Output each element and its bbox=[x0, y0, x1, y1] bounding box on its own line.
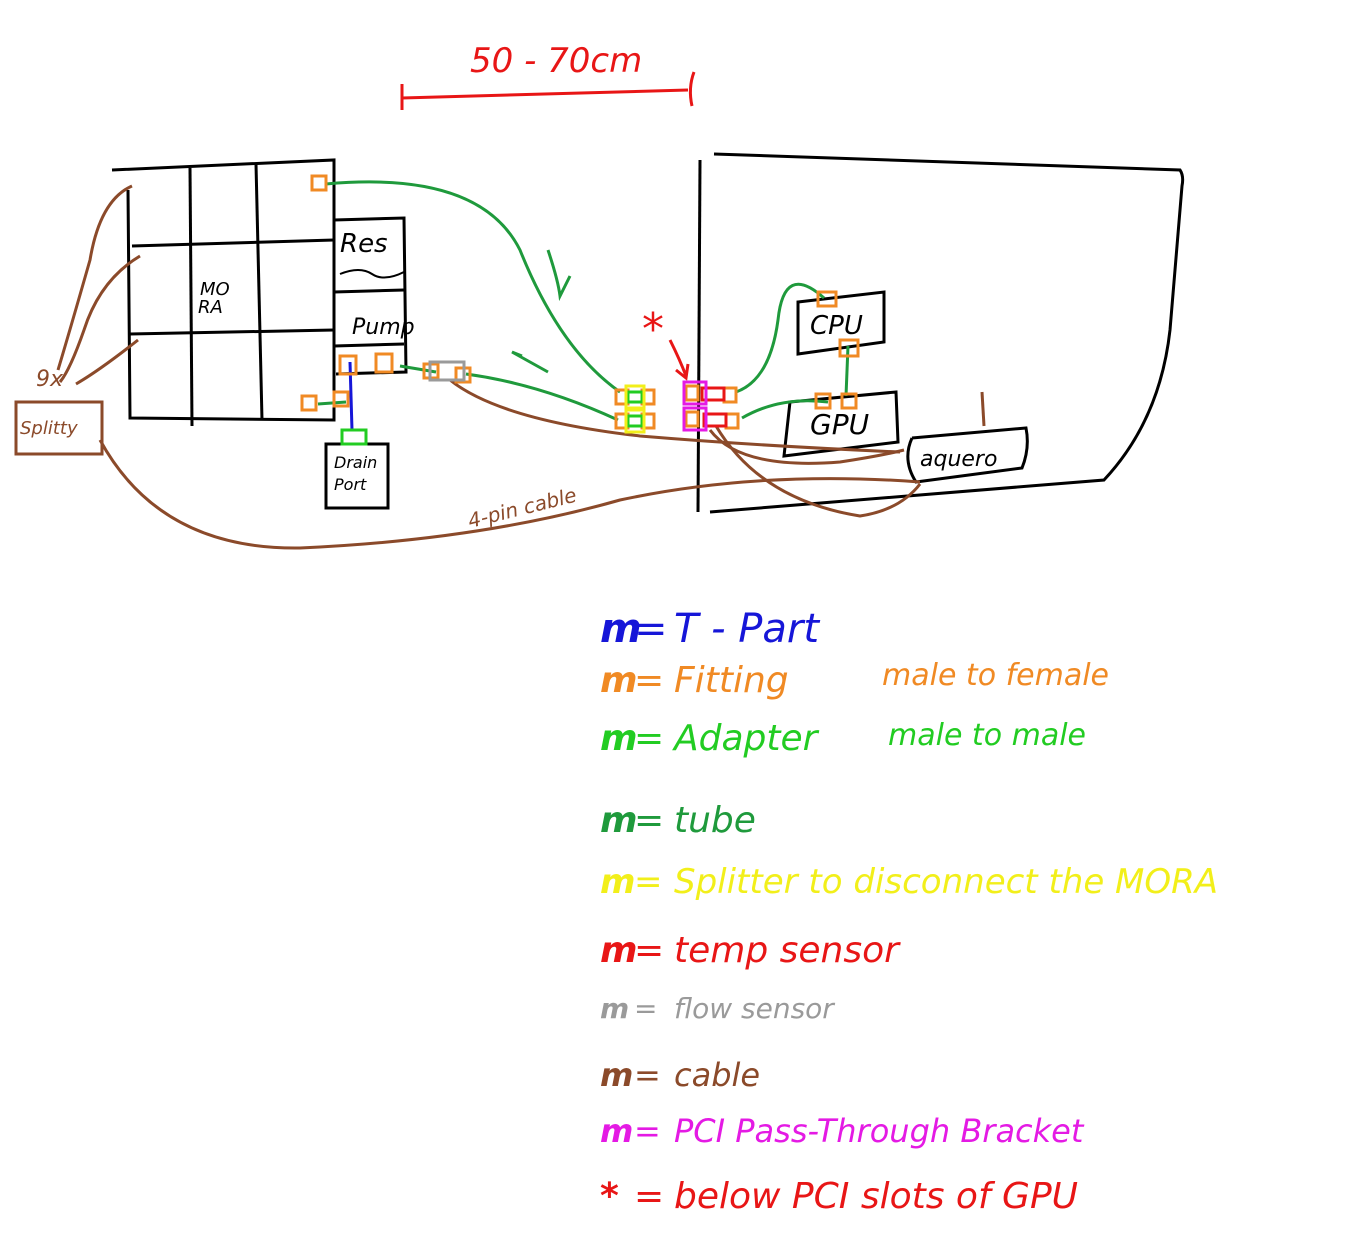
pc-case bbox=[696, 152, 1185, 514]
t-part-line bbox=[348, 361, 354, 431]
legend-eq: = bbox=[634, 992, 658, 1025]
fittings bbox=[300, 174, 860, 430]
cpu-label: CPU bbox=[810, 311, 863, 341]
dimension-marker bbox=[400, 71, 696, 110]
legend-text: temp sensor bbox=[674, 930, 899, 971]
reservoir-pump bbox=[333, 216, 408, 376]
legend-text: below PCI slots of GPU bbox=[674, 1176, 1079, 1217]
legend-eq: = bbox=[634, 862, 663, 902]
legend-text: cable bbox=[674, 1056, 761, 1094]
cable-lines bbox=[56, 184, 922, 550]
legend-text: Adapter bbox=[674, 718, 818, 759]
pci-bracket bbox=[682, 380, 708, 432]
legend-mark: * bbox=[600, 1176, 619, 1217]
adapters bbox=[340, 390, 644, 446]
splitty-count-label: 9x bbox=[36, 367, 64, 392]
gpu-label: GPU bbox=[810, 408, 869, 441]
asterisk-marker: * bbox=[642, 304, 664, 355]
aquero-label: aquero bbox=[920, 447, 997, 472]
legend-text: T - Part bbox=[674, 606, 820, 652]
temp-sensors bbox=[700, 386, 728, 428]
legend-mark: m bbox=[600, 718, 638, 759]
legend-eq: = bbox=[634, 660, 665, 701]
drain-label-1: Drain bbox=[334, 453, 377, 472]
legend-mark: m bbox=[600, 930, 638, 971]
legend-text: tube bbox=[674, 800, 756, 841]
reservoir-label: Res bbox=[340, 229, 388, 259]
legend-item-cable: m= cable bbox=[600, 1056, 760, 1094]
legend-item-asterisk: * =below PCI slots of GPU bbox=[600, 1176, 1078, 1217]
legend-mark: m bbox=[600, 992, 630, 1025]
legend-eq: = bbox=[634, 718, 665, 759]
cable-4pin-label: 4-pin cable bbox=[465, 483, 579, 533]
legend-eq: = bbox=[634, 930, 665, 971]
legend-item-adapter: m=Adapter male to male bbox=[600, 718, 1086, 759]
legend-mark: m bbox=[600, 800, 638, 841]
legend-text: Splitter to disconnect the MORA bbox=[674, 862, 1219, 902]
legend-eq: = bbox=[634, 1176, 665, 1217]
legend-item-splitter: m= Splitter to disconnect the MORA bbox=[600, 862, 1218, 902]
legend-extra: male to female bbox=[882, 658, 1110, 693]
legend-item-flow-sensor: m= flow sensor bbox=[600, 992, 834, 1025]
legend-mark: m bbox=[600, 606, 642, 652]
legend-text: flow sensor bbox=[674, 992, 834, 1025]
asterisk-arrow bbox=[668, 339, 690, 381]
legend-eq: = bbox=[634, 606, 668, 652]
dimension-label: 50 - 70cm bbox=[470, 41, 642, 81]
legend-mark: m bbox=[600, 862, 636, 902]
legend-extra: male to male bbox=[888, 718, 1086, 753]
legend-text: PCI Pass-Through Bracket bbox=[674, 1112, 1084, 1150]
legend-eq: = bbox=[634, 800, 665, 841]
legend-mark: m bbox=[600, 660, 638, 701]
splitty-box bbox=[14, 400, 104, 456]
legend-item-tube: m=tube bbox=[600, 800, 756, 841]
splitters bbox=[624, 384, 646, 434]
flow-sensor bbox=[428, 360, 466, 382]
legend-item-pci-bracket: m= PCI Pass-Through Bracket bbox=[600, 1112, 1083, 1150]
legend-eq: = bbox=[634, 1112, 661, 1150]
mora-label-1: MO bbox=[200, 279, 230, 300]
legend-item-temp-sensor: m=temp sensor bbox=[600, 930, 899, 971]
mora-radiator bbox=[111, 158, 336, 427]
legend-mark: m bbox=[600, 1056, 634, 1094]
mora-label-2: RA bbox=[198, 297, 223, 318]
drain-label-2: Port bbox=[334, 475, 367, 494]
legend-text: Fitting bbox=[674, 660, 789, 701]
legend-item-t-part: m=T - Part bbox=[600, 606, 819, 652]
splitty-label: Splitty bbox=[20, 418, 78, 439]
legend-item-fitting: m=Fitting male to female bbox=[600, 658, 1109, 701]
legend-mark: m bbox=[600, 1112, 634, 1150]
pump-label: Pump bbox=[352, 315, 415, 340]
legend-eq: = bbox=[634, 1056, 661, 1094]
